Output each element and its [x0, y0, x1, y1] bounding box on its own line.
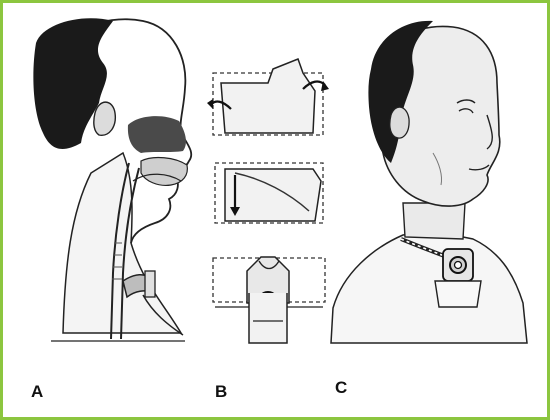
step-2-dressing — [225, 169, 321, 221]
panel-label-a: A — [31, 383, 43, 400]
tube-flange — [145, 271, 155, 297]
step-3-dressing-lower — [249, 293, 287, 343]
tube-lumen-c — [455, 262, 462, 269]
ear-shape-c — [390, 107, 409, 138]
ear-shape — [94, 102, 116, 135]
illustration-canvas — [3, 3, 547, 417]
nasal-cavity — [128, 116, 186, 153]
panel-label-b: B — [215, 383, 227, 400]
step-1-dressing — [221, 59, 315, 133]
panel-c-illustration — [331, 21, 527, 343]
gauze-dressing — [435, 281, 481, 307]
neck-shape — [403, 203, 465, 239]
panel-label-c: C — [335, 379, 347, 396]
panel-b-illustration — [207, 59, 329, 343]
panel-a-illustration — [33, 18, 191, 341]
torso-outline — [331, 231, 527, 343]
step-1-arrowhead-left — [207, 99, 213, 109]
